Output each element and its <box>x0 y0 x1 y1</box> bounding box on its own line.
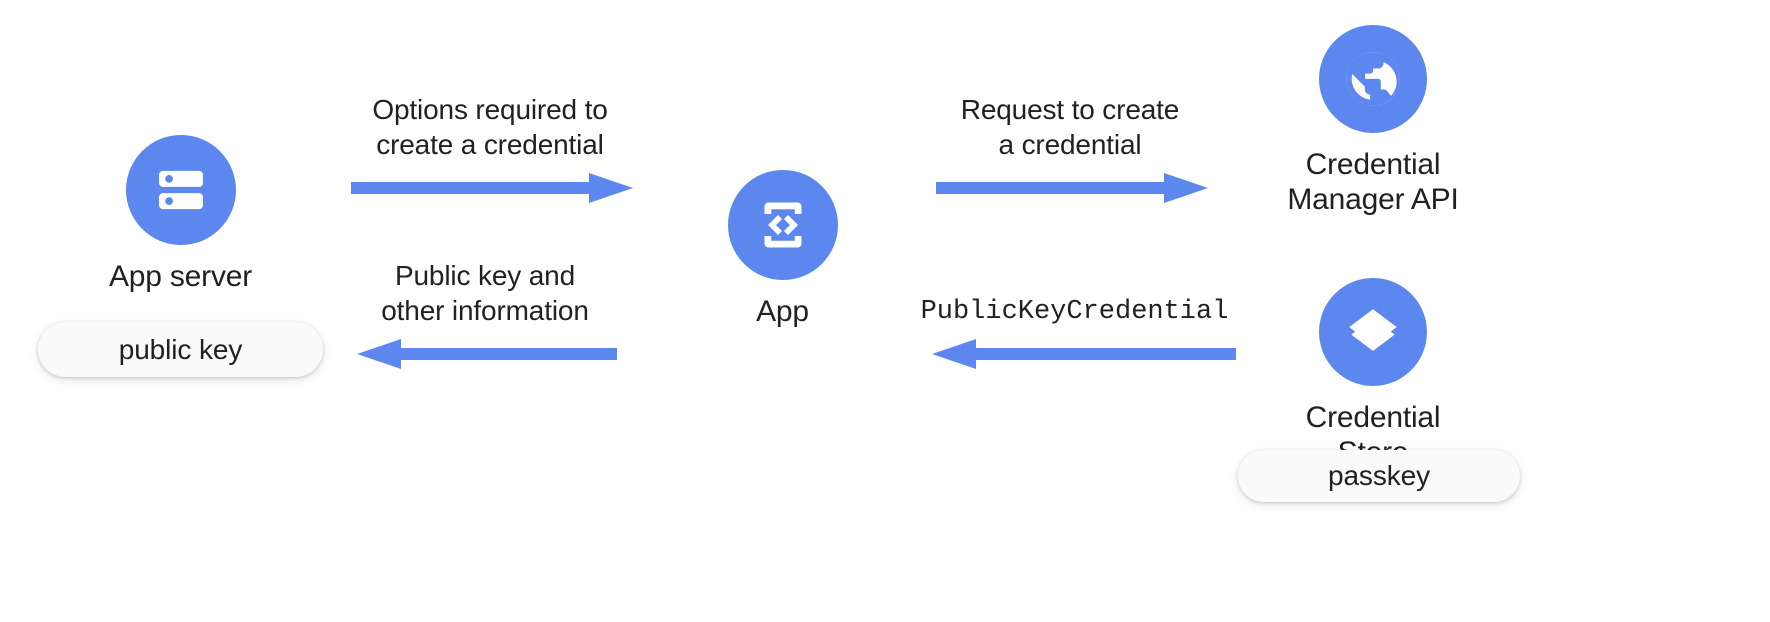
edge-label-options-required: Options required to create a credential <box>372 94 608 161</box>
mobile-code-icon <box>727 170 838 280</box>
edge-label-request-to-create: Request to create a credential <box>960 94 1180 161</box>
edge-options-required: Options required to create a credential <box>345 92 635 207</box>
arrow-right-options <box>351 172 633 203</box>
pill-public-key: public key <box>38 322 323 377</box>
arrow-left-public-key-credential <box>932 339 1236 370</box>
node-label-app: App <box>756 295 809 328</box>
node-app-server: App server <box>98 135 263 294</box>
server-icon <box>125 135 236 245</box>
edge-request-to-create: Request to create a credential <box>930 92 1210 207</box>
node-label-credential-manager-api: Credential Manager API <box>1287 148 1459 217</box>
edge-label-public-key-and-other-information: Public key and other information <box>381 260 589 327</box>
pill-passkey: passkey <box>1238 450 1520 502</box>
node-label-app-server: App server <box>108 260 253 293</box>
edge-public-key-and-other-information: Public key and other information <box>355 258 617 373</box>
pill-passkey-label: passkey <box>1327 460 1431 491</box>
layers-icon <box>1319 278 1427 386</box>
node-credential-manager-api: Credential Manager API <box>1268 25 1478 217</box>
node-credential-store: Credential Store <box>1278 278 1468 470</box>
edge-public-key-credential: PublicKeyCredential <box>912 295 1237 373</box>
arrow-left-public-key <box>357 338 617 369</box>
edge-label-public-key-credential: PublicKeyCredential <box>920 297 1229 327</box>
arrow-right-request <box>936 172 1208 203</box>
globe-icon <box>1319 25 1427 133</box>
node-app: App <box>700 170 865 329</box>
pill-public-key-label: public key <box>118 333 243 365</box>
